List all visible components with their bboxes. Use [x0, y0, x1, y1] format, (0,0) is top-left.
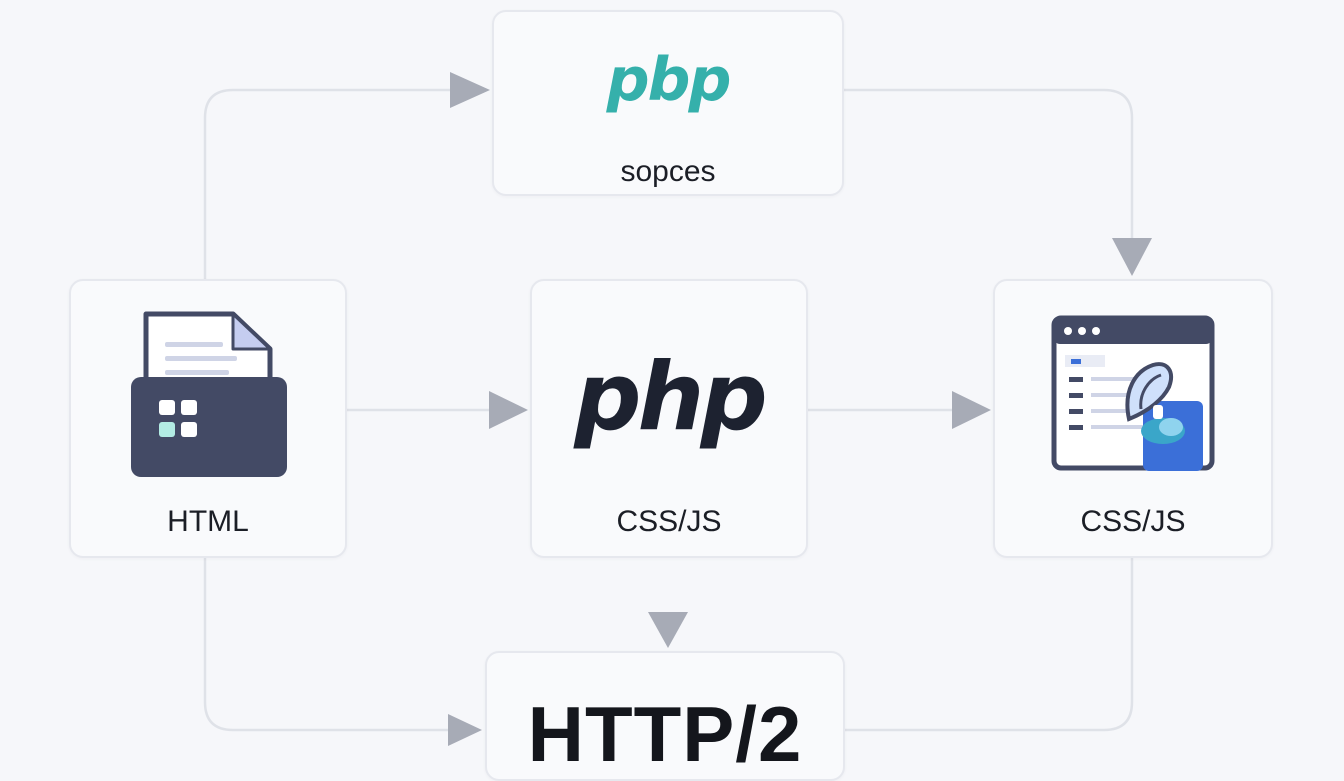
node-html: HTML [69, 279, 347, 558]
node-browser: CSS/JS [993, 279, 1273, 558]
connector-html-to-http [203, 556, 454, 732]
browser-window-icon [1051, 315, 1215, 471]
connector-html-to-top [203, 88, 454, 281]
arrowhead-to-browser [952, 391, 991, 429]
connector-lines [203, 72, 1152, 746]
connector-top-to-browser [842, 88, 1134, 242]
http2-title: HTTP/2 [527, 690, 803, 778]
node-top-label: sopces [620, 155, 716, 188]
connector-browser-to-http [843, 556, 1134, 732]
arrowhead-to-php [489, 391, 528, 429]
node-php: php CSS/JS [530, 279, 808, 558]
arrowhead-to-browser-top [1112, 238, 1152, 276]
node-browser-label: CSS/JS [1080, 505, 1186, 538]
node-http2: HTTP/2 [485, 651, 845, 781]
node-html-label: HTML [167, 505, 249, 538]
arrowhead-to-http-left [448, 714, 482, 746]
arrowhead-to-top [450, 72, 490, 108]
php-logo: php [574, 343, 768, 452]
node-pbp-sources: pbp sopces [492, 10, 844, 196]
document-folder-icon [131, 311, 287, 477]
node-php-label: CSS/JS [616, 505, 722, 538]
arrowhead-to-http [648, 612, 688, 648]
pbp-logo: pbp [606, 45, 732, 115]
